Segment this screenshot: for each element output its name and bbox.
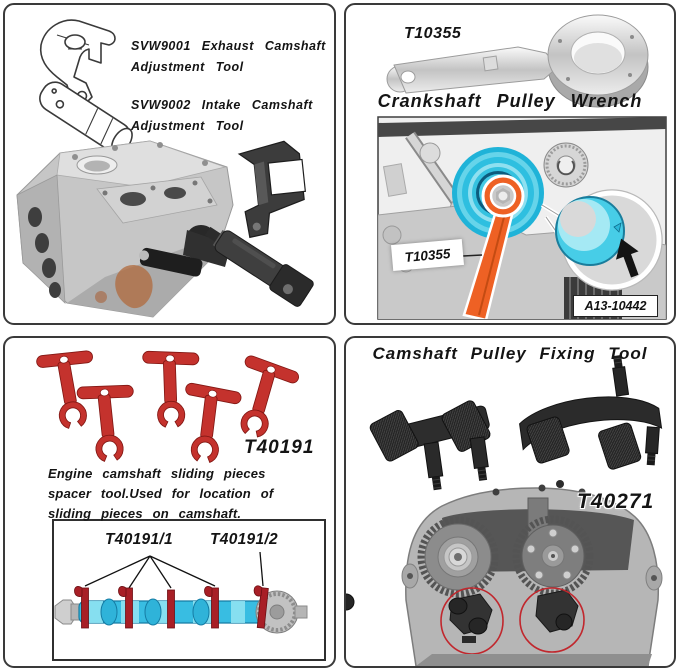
figure-code-label: A13-10442 [573, 295, 658, 317]
tool1-label-line2: Adjustment Tool [131, 60, 244, 74]
description-line3: sliding pieces on camshaft. [48, 506, 242, 521]
tool1-label-line1: SVW9001 Exhaust Camshaft [131, 39, 326, 53]
exhaust-tool-line-drawing [39, 19, 116, 105]
timing-cover-photo [346, 480, 663, 666]
driver-tool-photo [204, 226, 314, 307]
description-line1: Engine camshaft sliding pieces [48, 466, 266, 481]
diagram-label-2: T40191/2 [210, 531, 278, 548]
left-camshaft-gear [417, 516, 499, 598]
panel-title-crankshaft: Crankshaft Pulley Wrench [377, 91, 643, 111]
wrench-photo [386, 14, 649, 108]
diagram-label-1: T40191/1 [105, 531, 173, 548]
fixing-tool-graphics [346, 355, 663, 666]
installed-tool-left [448, 593, 493, 643]
pointer-lines [84, 551, 264, 589]
engine-illustration [378, 117, 666, 319]
panel-sliding-pieces-spacer-tool: T40191 Engine camshaft sliding pieces sp… [3, 336, 336, 668]
tool2-label-line1: SVW9002 Intake Camshaft [131, 98, 313, 112]
camshaft-adjustment-graphics [16, 19, 314, 318]
wrench-part-number: T10355 [404, 25, 462, 42]
highlight-circle-right [519, 587, 585, 653]
panel-camshaft-adjustment-tools: SVW9001 Exhaust Camshaft Adjustment Tool… [3, 3, 336, 325]
crankshaft-wrench-graphics [377, 14, 667, 320]
panel-title-fixing-tool: Camshaft Pulley Fixing Tool [372, 344, 648, 363]
arrow-icon [615, 238, 639, 278]
fixing-tool-part-number: T40271 [577, 490, 655, 513]
fixing-tool-left-photo [369, 400, 491, 491]
right-camshaft-gear [512, 515, 594, 597]
description-line2: spacer tool.Used for location of [48, 486, 274, 501]
fixing-tool-right-photo [519, 355, 663, 470]
camshaft-diagram [52, 519, 326, 661]
panel-camshaft-pulley-fixing-tool: Camshaft Pulley Fixing Tool T40271 [344, 336, 676, 668]
spacer-part-number: T40191 [244, 437, 315, 458]
installed-tool-right [346, 589, 579, 633]
magnifier-inset [540, 189, 663, 291]
tool2-label-line2: Adjustment Tool [131, 119, 244, 133]
red-clips [74, 585, 269, 629]
panel-crankshaft-pulley-wrench: T10355 Crankshaft Pulley Wrench T10355 A… [344, 3, 676, 325]
cylinder-head-photo [16, 140, 234, 318]
orange-wrench-illustration [462, 174, 525, 319]
spacer-tool-graphics [34, 346, 326, 661]
clamp-tool-photo [237, 140, 306, 239]
